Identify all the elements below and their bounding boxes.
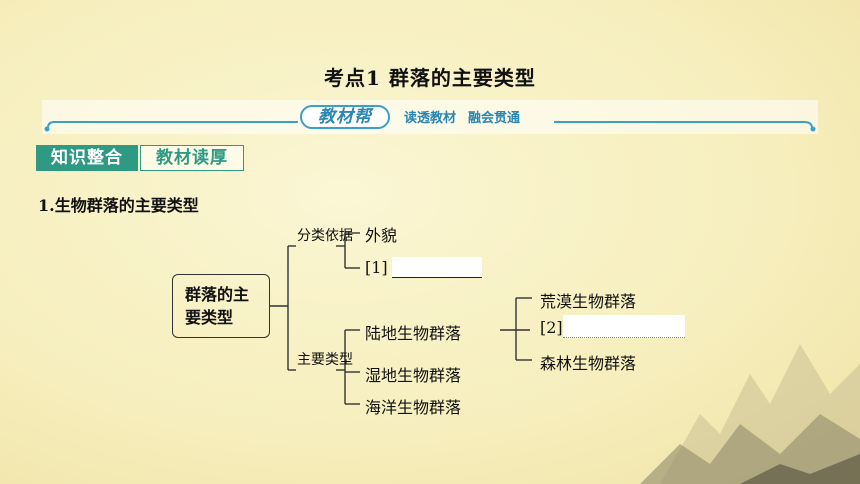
- banner-subtitle: 读透教材融会贯通: [404, 107, 532, 126]
- banner-sub-2: 融会贯通: [468, 111, 521, 126]
- land-forest: 森林生物群落: [540, 354, 637, 373]
- textbook-banner: 教材帮 读透教材融会贯通: [42, 100, 818, 134]
- section-heading: 1.生物群落的主要类型: [38, 196, 199, 215]
- root-node: 群落的主要类型: [172, 274, 270, 338]
- answer-blank-1: [392, 257, 482, 278]
- answer-blank-2: [563, 315, 685, 338]
- land-desert: 荒漠生物群落: [540, 292, 637, 311]
- classify-basis-label: 分类依据: [297, 228, 353, 244]
- main-types-label: 主要类型: [297, 352, 353, 368]
- banner-sub-1: 读透教材: [404, 111, 457, 126]
- type-wetland: 湿地生物群落: [365, 366, 462, 385]
- type-land: 陆地生物群落: [365, 324, 462, 343]
- land-blank-2: [2]: [540, 318, 563, 337]
- tag-textbook: 教材读厚: [140, 145, 244, 171]
- mountain-scenery: [640, 344, 860, 484]
- page-title: 考点1 群落的主要类型: [324, 66, 536, 90]
- classify-blank-1: [1]: [365, 258, 388, 277]
- classify-appearance: 外貌: [365, 226, 398, 245]
- type-ocean: 海洋生物群落: [365, 398, 462, 417]
- textbook-badge: 教材帮: [300, 105, 390, 129]
- tag-knowledge: 知识整合: [36, 145, 138, 171]
- root-label: 群落的主要类型: [185, 285, 250, 327]
- banner-line: [44, 121, 816, 132]
